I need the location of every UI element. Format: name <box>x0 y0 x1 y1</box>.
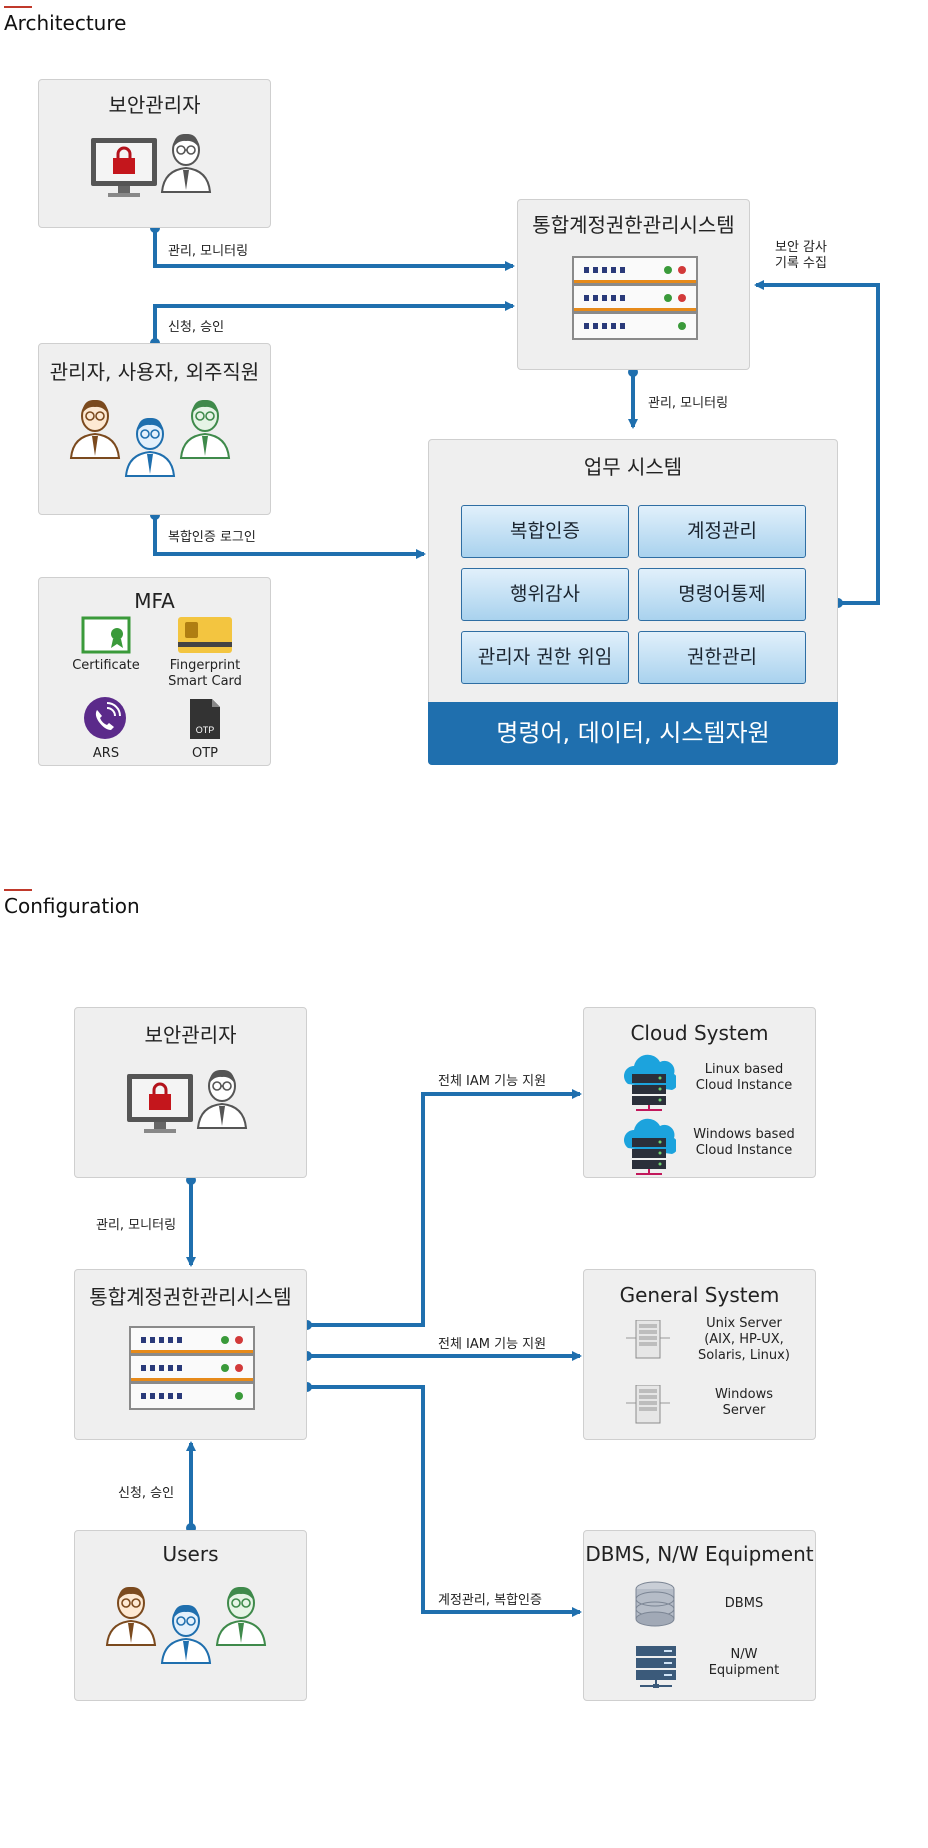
monitor-lock-icon <box>127 1074 195 1135</box>
cloud-server-icon <box>623 1054 676 1111</box>
person-icon-blue <box>125 416 175 477</box>
mfa-certificate-label: Certificate <box>72 658 140 673</box>
network-equipment-icon <box>636 1646 677 1689</box>
person-icon <box>197 1068 247 1129</box>
arch-users-box: 관리자, 사용자, 외주직원 <box>38 343 271 515</box>
label-full-iam-2: 전체 IAM 기능 지원 <box>438 1337 547 1352</box>
box-title: MFA <box>134 589 175 613</box>
mfa-fingerprint-label: Fingerprint Smart Card <box>168 658 242 689</box>
dbms-label: DBMS <box>724 1596 764 1611</box>
person-icon <box>161 132 211 193</box>
server-rack-icon <box>129 1326 255 1410</box>
section-mark <box>4 6 32 8</box>
box-title: 통합계정권한관리시스템 <box>532 213 735 237</box>
box-title: General System <box>619 1283 780 1307</box>
arrow-users-to-business <box>153 515 426 559</box>
conf-iam-system-box: 통합계정권한관리시스템 <box>74 1269 307 1440</box>
otp-file-icon: OTP <box>190 699 220 739</box>
cloud-windows-label: Windows based Cloud Instance <box>693 1127 795 1158</box>
general-windows-label: Windows Server <box>714 1387 774 1418</box>
box-title: 업무 시스템 <box>583 455 683 479</box>
configuration-title: Configuration <box>4 894 140 918</box>
arch-mfa-box: MFA Certificate Fingerprint Smart Card A… <box>38 577 271 766</box>
label-manage-monitor-2: 관리, 모니터링 <box>648 396 729 411</box>
arrow-iam-to-dbms <box>307 1385 582 1617</box>
label-audit-collect: 보안 감사 기록 수집 <box>775 240 827 271</box>
person-icon-blue <box>161 1603 211 1664</box>
label-manage-monitor: 관리, 모니터링 <box>168 244 249 259</box>
otp-icon-text: OTP <box>196 725 215 735</box>
arrow-iam-to-cloud <box>307 1089 582 1327</box>
monitor-lock-icon <box>91 138 159 199</box>
network-equipment-label: N/W Equipment <box>708 1647 780 1678</box>
arch-arrows <box>153 228 880 605</box>
person-icon-brown <box>106 1585 156 1646</box>
architecture-title: Architecture <box>4 11 127 35</box>
conf-arrows <box>186 1089 582 1617</box>
person-icon-green <box>180 398 230 459</box>
tower-server-icon <box>626 1385 671 1424</box>
arrow-admin-to-iam <box>153 228 515 271</box>
tower-server-icon <box>626 1320 671 1359</box>
server-rack-icon <box>572 256 698 340</box>
module-account-mgmt: 계정관리 <box>638 505 806 558</box>
arch-security-admin-box: 보안관리자 <box>38 79 271 228</box>
arrow-users-to-iam <box>153 301 515 343</box>
module-permission-mgmt: 권한관리 <box>638 631 806 684</box>
label-mfa-login: 복합인증 로그인 <box>168 530 256 545</box>
conf-dbms-box: DBMS, N/W Equipment DBMS N/W Equipment <box>583 1530 816 1701</box>
box-title: 보안관리자 <box>108 93 201 117</box>
conf-general-system-box: General System Unix Server (AIX, HP-UX, … <box>583 1269 816 1440</box>
box-title: 보안관리자 <box>144 1023 237 1047</box>
arch-iam-system-box: 통합계정권한관리시스템 <box>517 199 750 370</box>
module-behavior-audit: 행위감사 <box>461 568 629 621</box>
cloud-linux-label: Linux based Cloud Instance <box>695 1062 793 1093</box>
cloud-server-icon <box>623 1118 676 1175</box>
module-command-control: 명령어통제 <box>638 568 806 621</box>
person-icon-green <box>216 1585 266 1646</box>
box-title: DBMS, N/W Equipment <box>585 1542 814 1566</box>
mfa-ars-label: ARS <box>92 746 120 761</box>
certificate-icon <box>81 616 131 654</box>
conf-cloud-system-box: Cloud System Linux based Cloud Instance … <box>583 1007 816 1178</box>
conf-security-admin-box: 보안관리자 <box>74 1007 307 1178</box>
section-mark <box>4 889 32 891</box>
database-icon <box>635 1581 675 1627</box>
module-mfa: 복합인증 <box>461 505 629 558</box>
box-title: Users <box>162 1542 219 1566</box>
person-icon-brown <box>70 398 120 459</box>
general-unix-label: Unix Server (AIX, HP-UX, Solaris, Linux) <box>698 1316 790 1363</box>
box-title: 통합계정권한관리시스템 <box>89 1285 292 1309</box>
mfa-otp-label: OTP <box>191 746 218 761</box>
module-admin-delegation: 관리자 권한 위임 <box>461 631 629 684</box>
fingerprint-card-icon <box>178 617 232 653</box>
resources-bar: 명령어, 데이터, 시스템자원 <box>428 702 838 765</box>
phone-call-icon <box>84 697 126 739</box>
arch-business-system-box: 업무 시스템 복합인증 계정관리 행위감사 명령어통제 관리자 권한 위임 권한… <box>428 439 838 765</box>
label-account-mfa: 계정관리, 복합인증 <box>438 1593 542 1608</box>
label-full-iam-1: 전체 IAM 기능 지원 <box>438 1074 547 1089</box>
label-request-approve: 신청, 승인 <box>168 320 225 335</box>
label-conf-manage-monitor: 관리, 모니터링 <box>96 1218 177 1233</box>
box-title: 관리자, 사용자, 외주직원 <box>49 360 260 384</box>
label-conf-request-approve: 신청, 승인 <box>118 1486 175 1501</box>
conf-users-box: Users <box>74 1530 307 1701</box>
arrow-audit-to-iam <box>754 280 880 605</box>
box-title: Cloud System <box>630 1021 769 1045</box>
